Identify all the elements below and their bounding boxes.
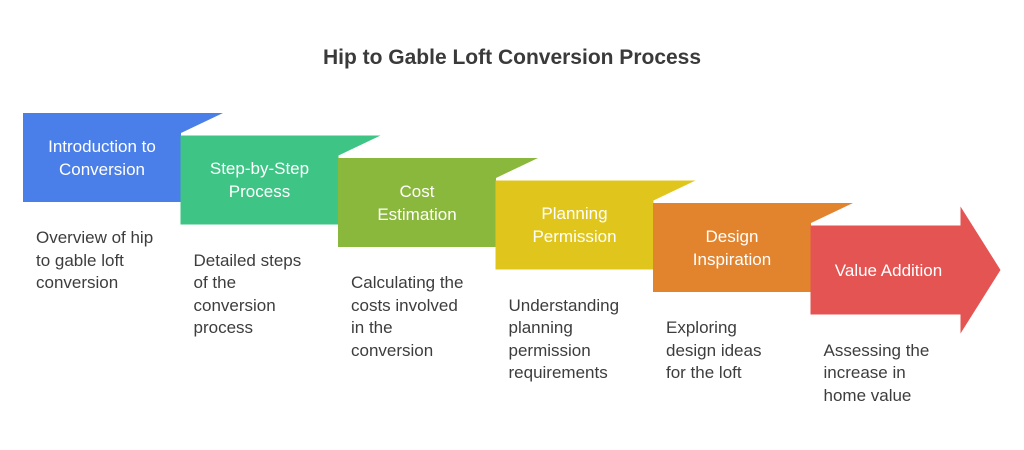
- step-description-5: Exploring design ideas for the loft: [666, 317, 761, 385]
- step-description-line: of the: [193, 273, 237, 292]
- step-description-line: for the loft: [666, 363, 742, 382]
- step-description-line: conversion: [36, 273, 119, 292]
- step-description-line: process: [193, 318, 254, 337]
- step-label-line: Process: [228, 182, 291, 201]
- step-description-3: Calculating the costs involved in the conve…: [351, 272, 463, 362]
- step-box-2: [180, 135, 339, 225]
- step-description-line: conversion: [351, 340, 434, 360]
- step-arrow-6: [810, 206, 1001, 334]
- step-description-4: Understanding planning permission requireme…: [509, 295, 620, 385]
- step-description-line: Assessing the: [823, 340, 930, 360]
- step-description-line: requirements: [508, 363, 608, 382]
- step-label-line: Conversion: [59, 159, 145, 179]
- step-description-line: planning: [508, 318, 573, 337]
- step-label-1: Introduction to Conversion: [23, 113, 181, 202]
- step-description-line: home value: [823, 385, 912, 405]
- diagram-title: Hip to Gable Loft Conversion Process: [322, 46, 702, 69]
- step-box-3: [338, 158, 496, 247]
- step-description-line: Detailed steps: [193, 250, 302, 270]
- step-shape-5: [653, 203, 853, 292]
- step-description-line: Overview of hip: [36, 228, 154, 247]
- step-description-line: to gable loft: [36, 250, 124, 270]
- step-shape-1: [23, 113, 223, 202]
- step-description-line: permission: [508, 340, 591, 360]
- step-label-line: Introduction to: [48, 136, 156, 156]
- step-description-line: Understanding: [508, 295, 620, 315]
- step-label-line: Step-by-Step: [209, 159, 310, 178]
- step-description-line: conversion: [193, 295, 276, 315]
- step-label-line: Permission: [532, 227, 617, 246]
- step-shape-6: [810, 206, 1001, 334]
- step-label-6: Value Addition: [811, 226, 967, 315]
- step-description-line: design ideas: [666, 340, 762, 360]
- step-label-line: Design: [705, 226, 759, 246]
- step-label-line: Planning: [541, 204, 608, 223]
- step-description-line: Exploring: [666, 318, 737, 337]
- step-label-line: Value Addition: [834, 260, 943, 280]
- step-description-6: Assessing the increase in home value: [824, 340, 930, 408]
- step-description-1: Overview of hip to gable loft conversion: [36, 227, 153, 295]
- step-label-line: Estimation: [377, 204, 457, 224]
- step-description-line: increase in: [823, 363, 906, 382]
- step-box-4: [495, 180, 654, 270]
- step-shape-3: [338, 158, 538, 247]
- step-description-line: Calculating the: [351, 273, 464, 292]
- step-box-1: [23, 113, 181, 202]
- step-description-line: costs involved: [351, 295, 458, 315]
- step-description-2: Detailed steps of the conversion process: [194, 250, 302, 340]
- step-description-line: in the: [351, 318, 393, 337]
- step-box-5: [653, 203, 811, 292]
- step-shape-2: [180, 135, 381, 225]
- step-shape-4: [495, 180, 696, 270]
- step-label-line: Inspiration: [692, 249, 772, 269]
- step-label-line: Cost: [399, 181, 435, 201]
